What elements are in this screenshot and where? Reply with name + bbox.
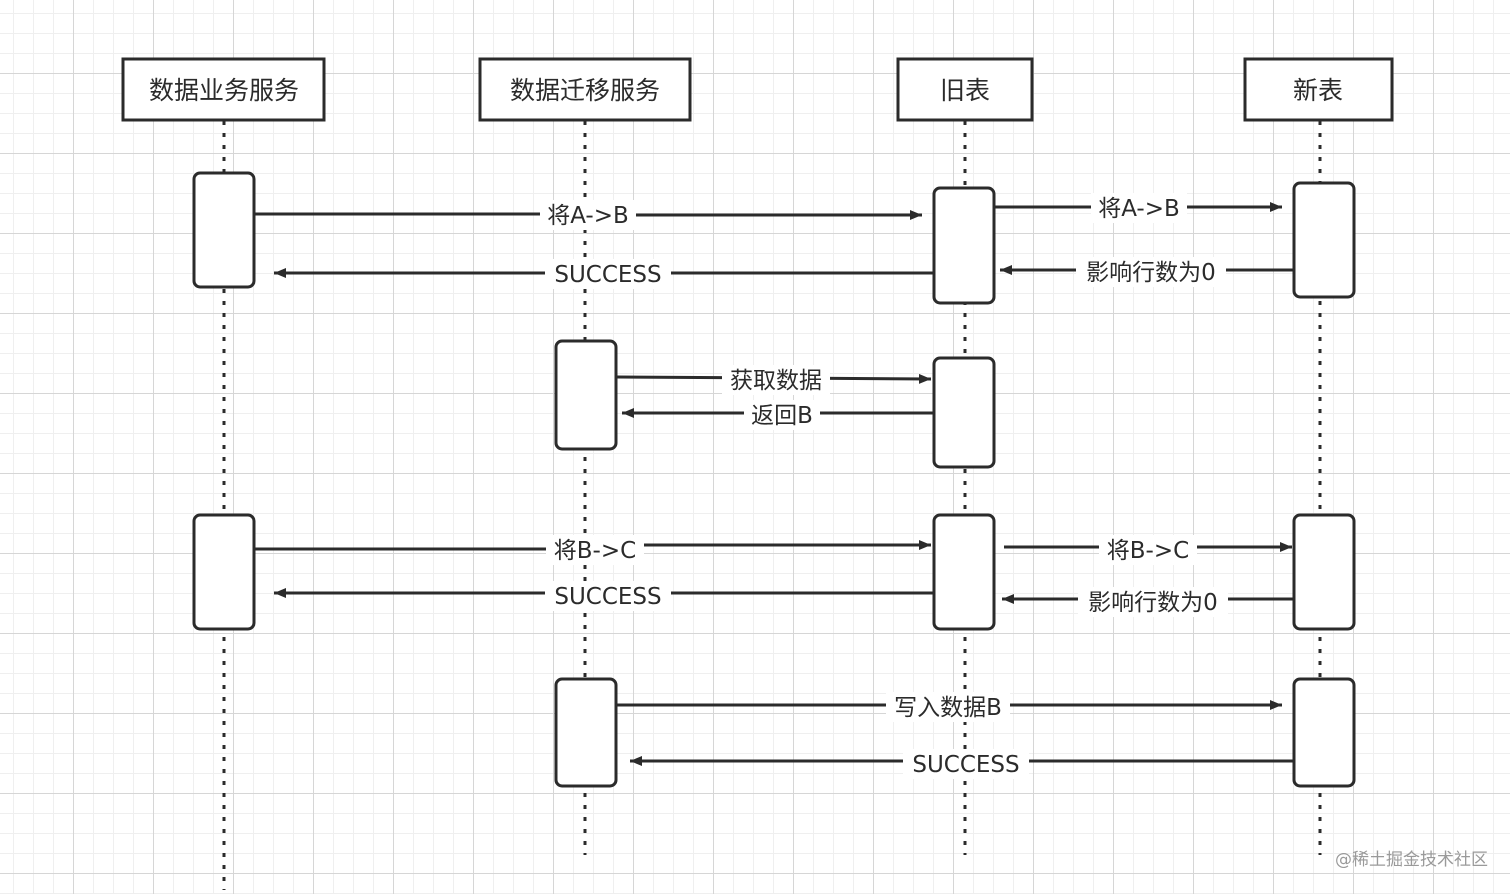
message-label-group: SUCCESS — [903, 749, 1029, 779]
messages — [255, 202, 1293, 766]
activation-bar — [192, 513, 256, 631]
activation-bar — [1292, 181, 1356, 299]
participant-new-table: 新表 — [1243, 57, 1394, 122]
message-label-group: 将A->B — [1091, 193, 1187, 223]
message-label-group: 影响行数为0 — [1076, 257, 1226, 287]
participant-label: 数据迁移服务 — [510, 76, 660, 105]
message-label-group: 返回B — [744, 400, 820, 430]
participant-label: 数据业务服务 — [149, 76, 299, 105]
activation-bar — [554, 677, 618, 788]
participant-migration-service: 数据迁移服务 — [478, 57, 692, 122]
message-label: 影响行数为0 — [1088, 590, 1218, 616]
activation-bar — [1292, 677, 1356, 788]
participant-old-table: 旧表 — [896, 57, 1034, 122]
message-label-group: 影响行数为0 — [1078, 587, 1228, 617]
message-label-group: 将B->C — [1099, 535, 1197, 565]
message-label: SUCCESS — [912, 752, 1019, 778]
participant-box — [478, 57, 692, 122]
message-label: 将B->C — [1107, 538, 1189, 564]
message-label: SUCCESS — [554, 262, 661, 288]
participant-label: 旧表 — [940, 76, 990, 105]
message-label-group: 获取数据 — [722, 365, 830, 395]
activation-bars — [192, 171, 1356, 788]
activation-bar — [192, 171, 256, 289]
activation-bar — [932, 513, 996, 631]
lifelines — [222, 121, 1322, 890]
message-label: 返回B — [751, 403, 813, 429]
message-label-group: 将B->C — [546, 535, 644, 565]
message-label: SUCCESS — [554, 584, 661, 610]
participant-business-service: 数据业务服务 — [121, 57, 326, 122]
message-label-group: SUCCESS — [545, 581, 671, 611]
participant-box — [121, 57, 326, 122]
message-label: 获取数据 — [730, 368, 822, 394]
message-label-group: 写入数据B — [886, 692, 1010, 722]
message-label-group: SUCCESS — [545, 259, 671, 289]
activation-bar — [1292, 513, 1356, 631]
message-label: 将B->C — [554, 538, 636, 564]
watermark: @稀土掘金技术社区 — [1335, 850, 1488, 870]
activation-bar — [932, 186, 996, 305]
message-label: 将A->B — [547, 203, 629, 229]
message-label: 将A->B — [1098, 196, 1180, 222]
message-label: 写入数据B — [894, 695, 1002, 721]
participant-label: 新表 — [1293, 76, 1343, 105]
activation-bar — [932, 356, 996, 469]
participant-box — [896, 57, 1034, 122]
participant-box — [1243, 57, 1394, 122]
activation-bar — [554, 339, 618, 451]
message-labels: 将A->B 将A->B 影响行数为0 SUCCESS 获取数据 返回B 将B->… — [540, 193, 1228, 779]
message-label-group: 将A->B — [540, 200, 636, 230]
message-label: 影响行数为0 — [1086, 260, 1216, 286]
